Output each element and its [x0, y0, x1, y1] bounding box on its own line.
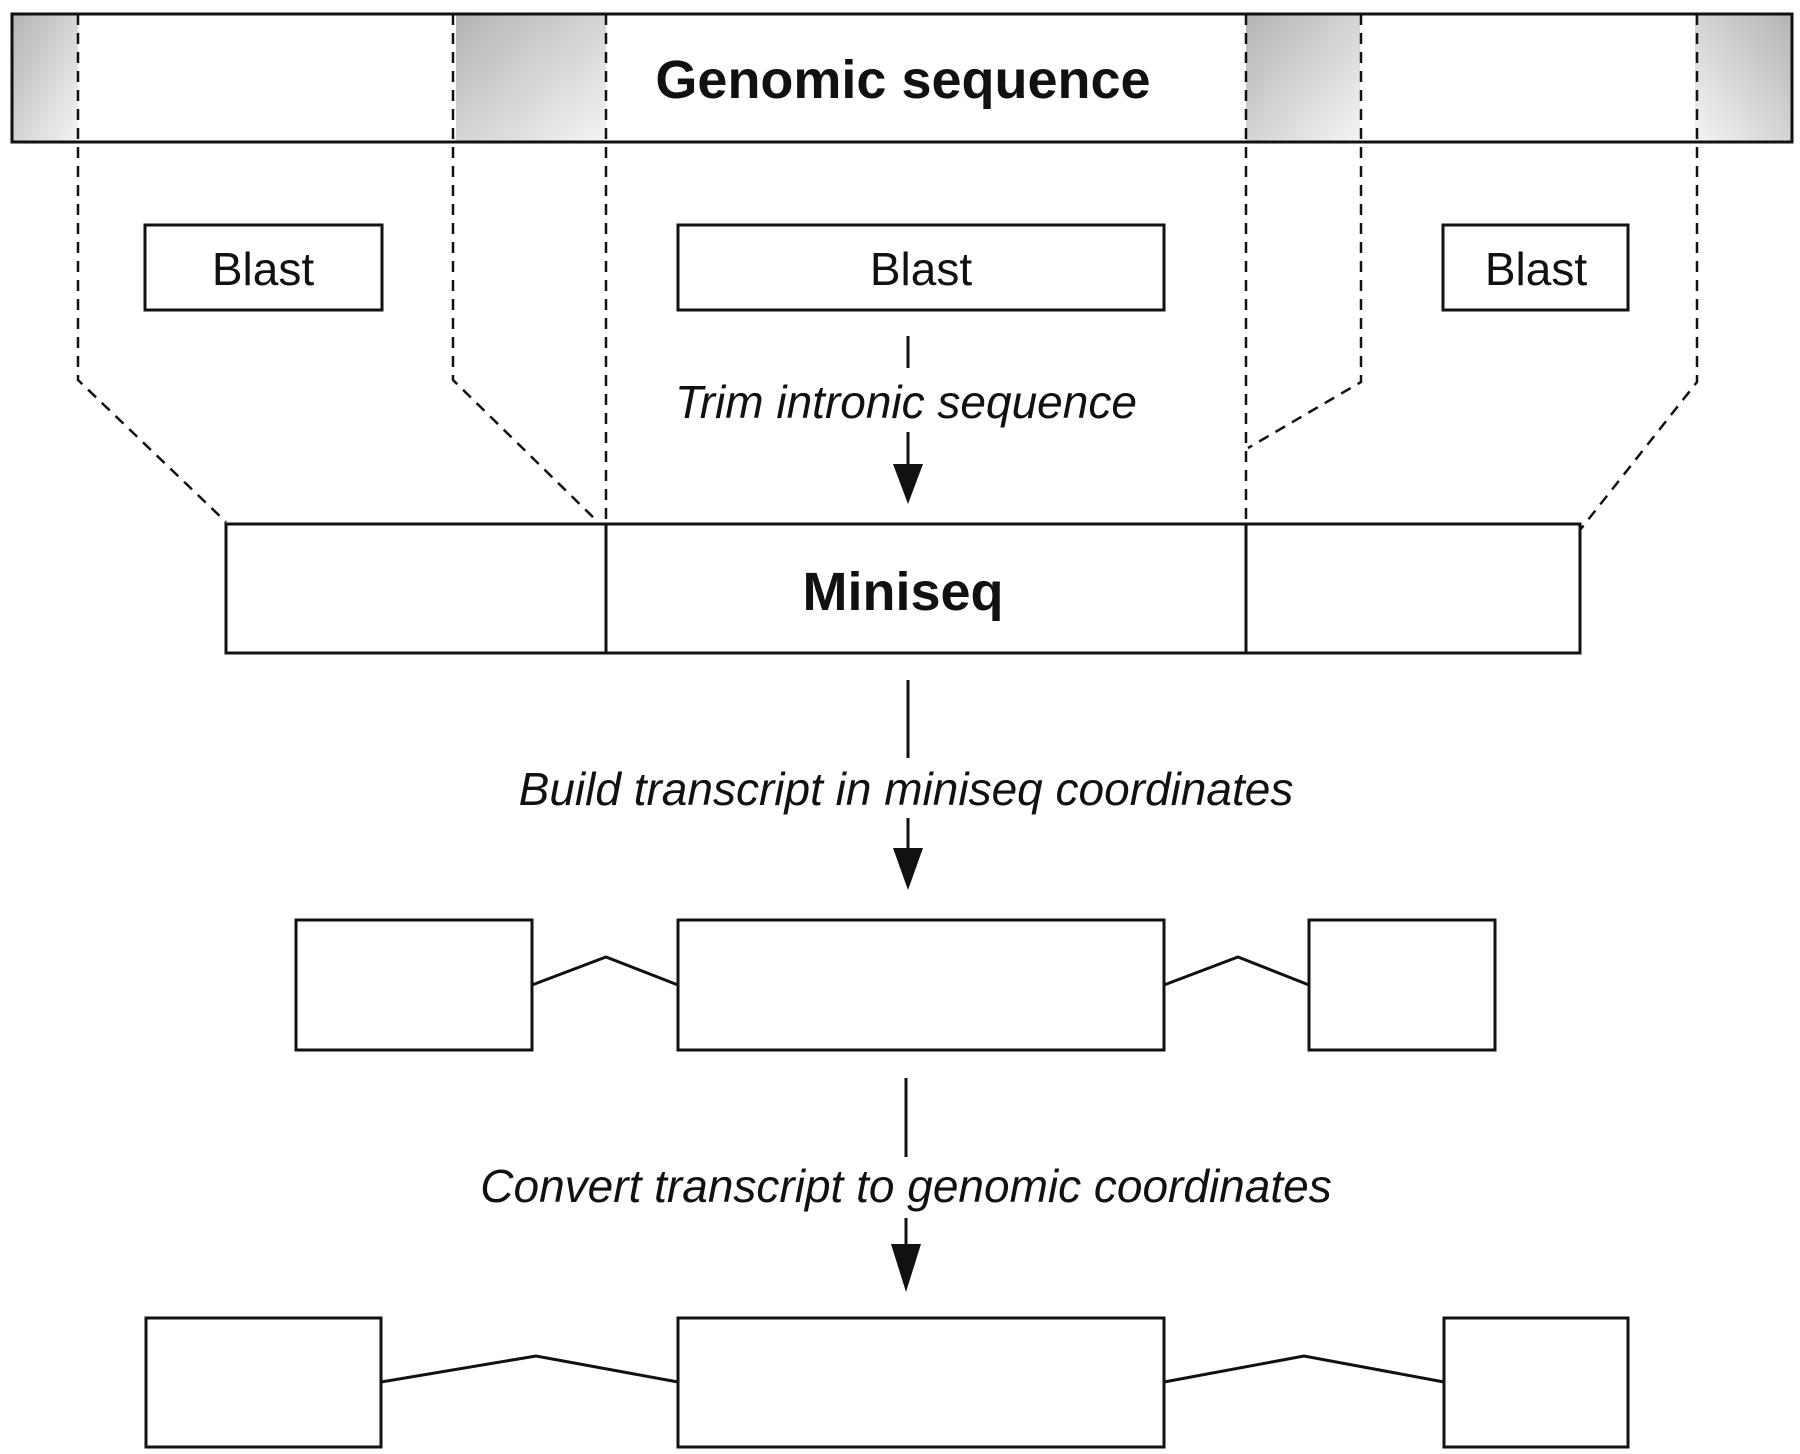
svg-text:Blast: Blast: [212, 243, 314, 295]
miniseq-exon-2: [676, 918, 1166, 1052]
exon-projection-lines: [76, 14, 1699, 531]
miniseq-label: Miniseq: [802, 562, 1003, 622]
genomic-intron-2: [1163, 1354, 1445, 1384]
build-arrowhead-icon: [893, 848, 923, 890]
trim-arrowhead-icon: [893, 464, 923, 504]
build-arrow: [893, 680, 923, 890]
miniseq-bar: Miniseq: [224, 522, 1582, 655]
genomic-intron-1: [380, 1354, 679, 1384]
genomic-exon-3: [1442, 1316, 1630, 1449]
genomic-shaded-segment-1: [12, 14, 78, 142]
genomic-exon-1: [144, 1316, 383, 1449]
svg-text:Blast: Blast: [870, 243, 972, 295]
projection-line-5: [1247, 14, 1363, 450]
miniseq-exon-1: [294, 918, 534, 1052]
convert-arrow: [891, 1078, 921, 1292]
miniseq-transcript: [294, 918, 1497, 1052]
genomic-transcript: [144, 1316, 1630, 1449]
miniseq-intron-1: [531, 955, 679, 987]
genomic-sequence-label: Genomic sequence: [655, 50, 1150, 110]
genomic-shaded-segment-2: [456, 14, 606, 142]
genomic-shaded-segment-4: [1695, 14, 1792, 142]
projection-line-1: [76, 14, 227, 523]
step-trim-label: Trim intronic sequence: [675, 376, 1137, 428]
blast-box-1: Blast: [143, 223, 384, 312]
miniseq-exon-3: [1307, 918, 1497, 1052]
projection-line-6: [1579, 14, 1699, 531]
genomic-exon-2: [676, 1316, 1166, 1449]
svg-text:Blast: Blast: [1485, 243, 1587, 295]
convert-arrowhead-icon: [891, 1244, 921, 1292]
blast-box-3: Blast: [1441, 223, 1630, 312]
blast-box-2: Blast: [676, 223, 1166, 312]
trim-arrow: [893, 336, 923, 504]
step-build-label: Build transcript in miniseq coordinates: [519, 763, 1294, 815]
genomic-sequence-bar: Genomic sequence: [10, 12, 1794, 144]
step-convert-label: Convert transcript to genomic coordinate…: [480, 1160, 1331, 1212]
projection-line-2: [451, 14, 599, 523]
genomic-shaded-segment-3: [1246, 14, 1360, 142]
miniseq-intron-2: [1163, 955, 1310, 987]
